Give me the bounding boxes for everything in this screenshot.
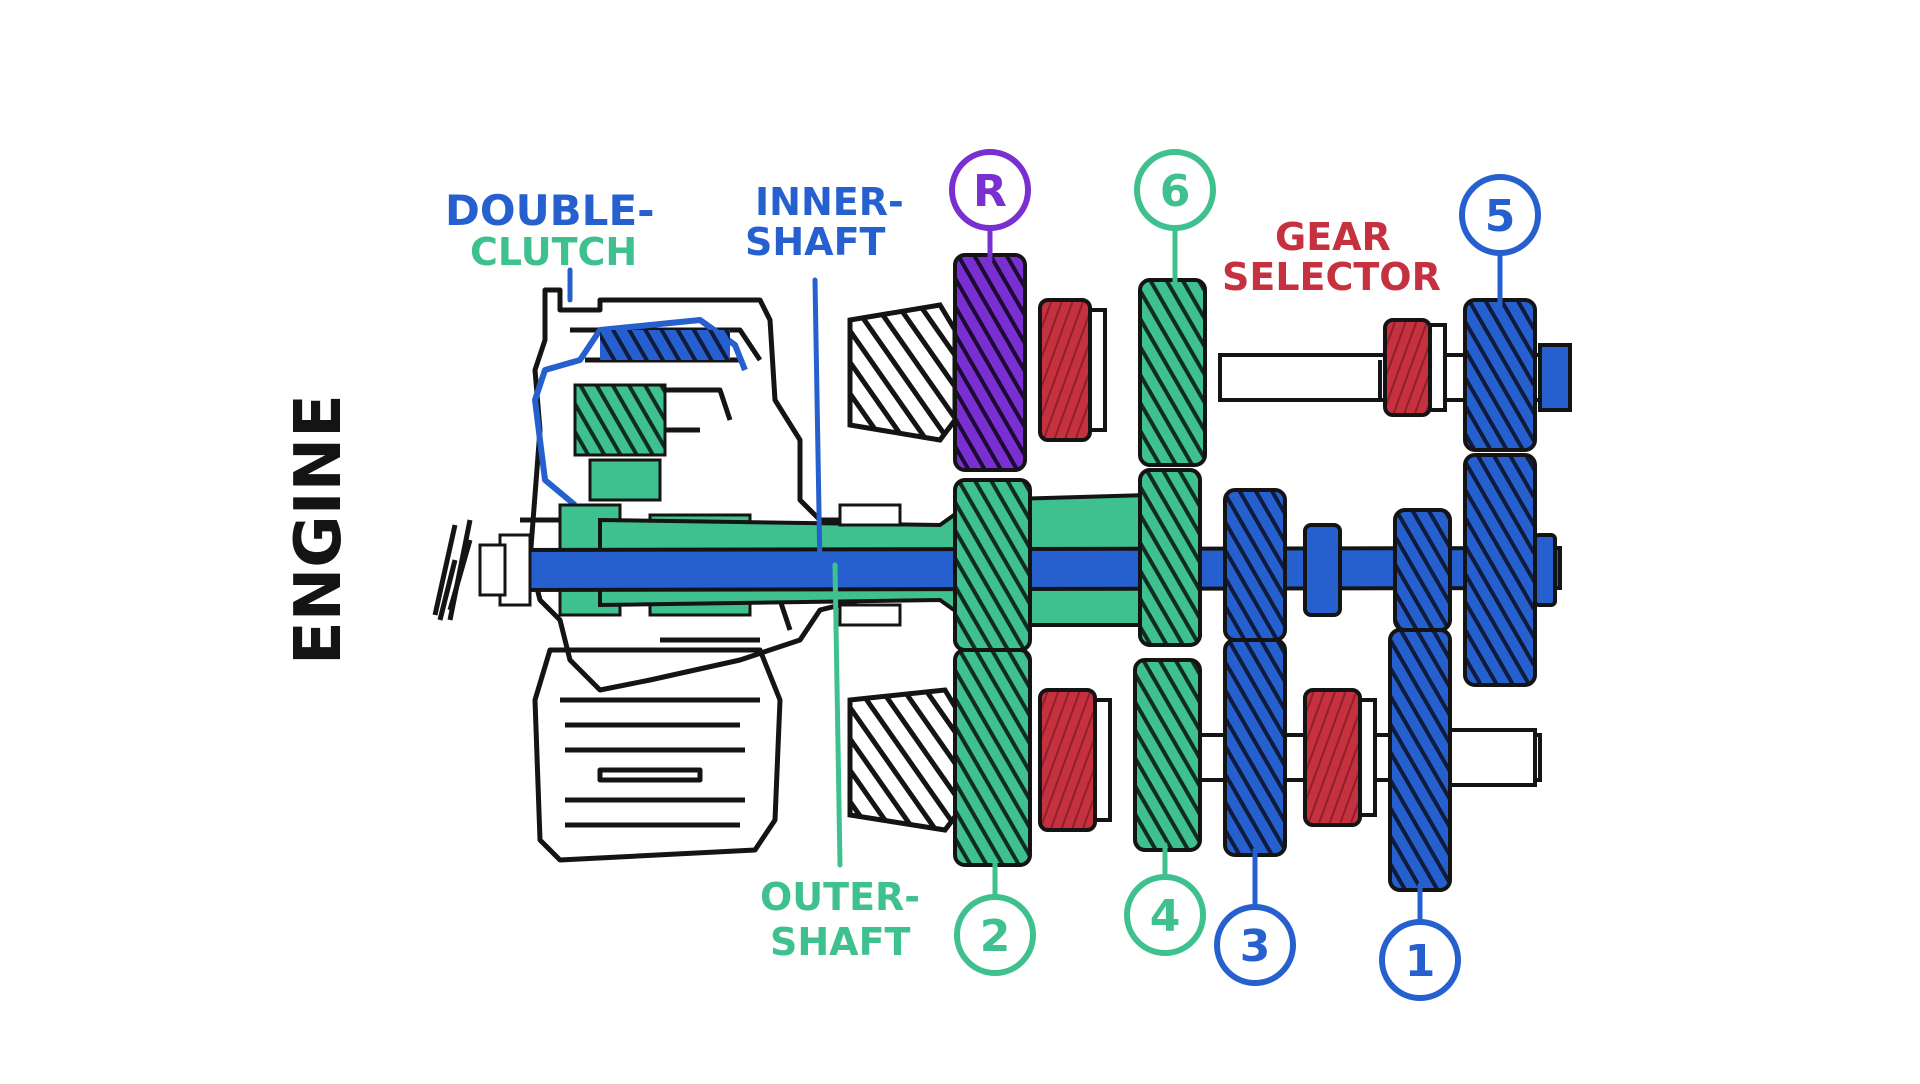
gear-selector-label-line2: SELECTOR — [1222, 255, 1441, 299]
lower-input-gear — [847, 687, 963, 833]
gear-label-4: 4 — [1124, 874, 1206, 956]
gear-selector-label-line1: GEAR — [1275, 215, 1391, 259]
inner-shaft-label-line2: SHAFT — [745, 220, 886, 264]
gear-label-r: R — [949, 149, 1031, 231]
gear-label-6-text: 6 — [1160, 166, 1191, 217]
double-clutch-label-line2: CLUTCH — [470, 230, 637, 274]
outer-shaft-label-line2: SHAFT — [770, 920, 911, 964]
outer-shaft-label-line1: OUTER- — [760, 875, 920, 919]
outer-shaft-leader — [832, 562, 843, 868]
gear-label-3: 3 — [1214, 904, 1296, 986]
inner-shaft-leader — [812, 277, 823, 573]
input-spline — [478, 533, 532, 607]
gear-3-drive — [1223, 488, 1287, 642]
gear-label-2-text: 2 — [980, 911, 1011, 962]
gear-label-5: 5 — [1459, 174, 1541, 256]
gear-5-drive — [1463, 453, 1537, 687]
double-clutch-label-line1: DOUBLE- — [445, 186, 655, 235]
gear-6-body — [1138, 278, 1207, 467]
gear-label-1-text: 1 — [1405, 936, 1436, 987]
double-clutch-blue — [532, 317, 748, 508]
gear-selector-lower-right — [1303, 688, 1377, 827]
gear-label-3-text: 3 — [1240, 921, 1271, 972]
gear-label-2: 2 — [954, 894, 1036, 976]
upper-input-gear — [847, 302, 958, 443]
gear-label-5-text: 5 — [1485, 191, 1516, 242]
gear-1-body — [1388, 628, 1452, 892]
engine-block — [532, 647, 783, 863]
engine-bracket — [432, 519, 473, 621]
inner-shaft-label-line1: INNER- — [755, 180, 904, 224]
gear-label-6: 6 — [1134, 149, 1216, 231]
gear-1-drive — [1393, 508, 1452, 632]
gear-reverse-body — [953, 253, 1027, 472]
gear-label-4-text: 4 — [1150, 891, 1181, 942]
hub-blue — [1303, 523, 1342, 617]
gear-selector-upper-left — [1038, 298, 1107, 442]
hub-blue-2 — [1533, 533, 1557, 607]
gear-4-drive — [1138, 468, 1202, 647]
shaft-flange — [838, 503, 902, 627]
gear-selector-upper-right — [1383, 318, 1447, 417]
engine-label: ENGINE — [282, 394, 356, 665]
gear-2-body — [953, 648, 1032, 867]
gear-selector-lower-left — [1038, 688, 1112, 832]
gear-label-r-text: R — [973, 166, 1007, 217]
gear-4-body — [1133, 658, 1202, 852]
gear-3-body — [1223, 638, 1287, 857]
gear-5-body — [1463, 298, 1537, 452]
gear-label-1: 1 — [1379, 919, 1461, 1001]
gear-2-drive — [953, 478, 1032, 652]
